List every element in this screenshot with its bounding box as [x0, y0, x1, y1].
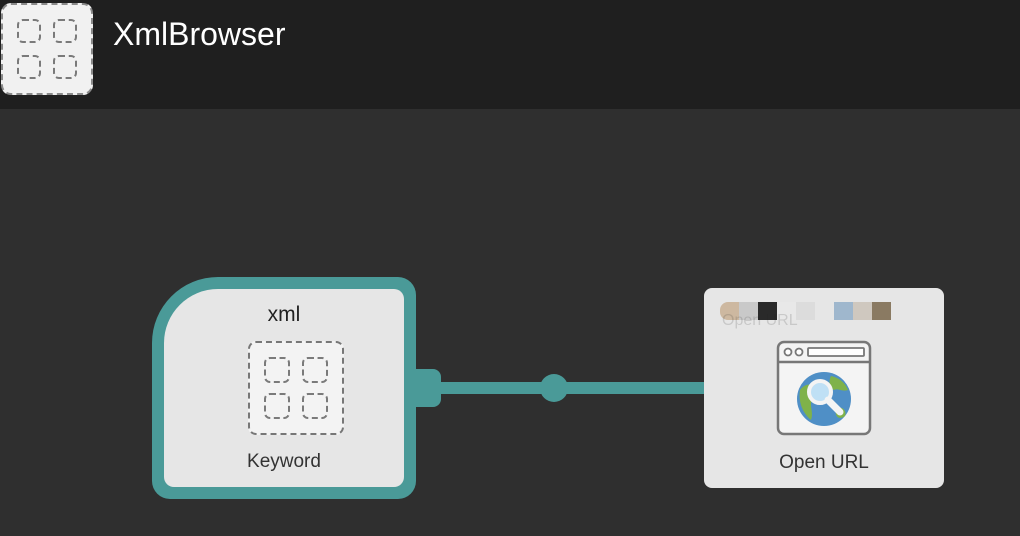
keyword-text: xml — [267, 303, 301, 326]
output-port[interactable] — [407, 369, 441, 407]
open-url-title: Open URL — [722, 312, 798, 329]
open-url-type-label: Open URL — [779, 452, 869, 473]
keyword-type-label: Keyword — [247, 451, 321, 472]
grid-placeholder-icon — [248, 341, 344, 435]
grid-placeholder-icon[interactable] — [1, 3, 93, 95]
open-url-node[interactable]: Open URL Open URL — [704, 288, 944, 488]
node-title-swatches — [720, 302, 891, 320]
browser-globe-search-icon — [776, 340, 872, 436]
connection-handle[interactable] — [540, 374, 568, 402]
app-header: XmlBrowser — [0, 0, 1020, 109]
workflow-title: XmlBrowser — [113, 16, 286, 52]
keyword-node-body: xml Keyword — [164, 289, 404, 487]
keyword-node[interactable]: xml Keyword — [152, 277, 416, 499]
